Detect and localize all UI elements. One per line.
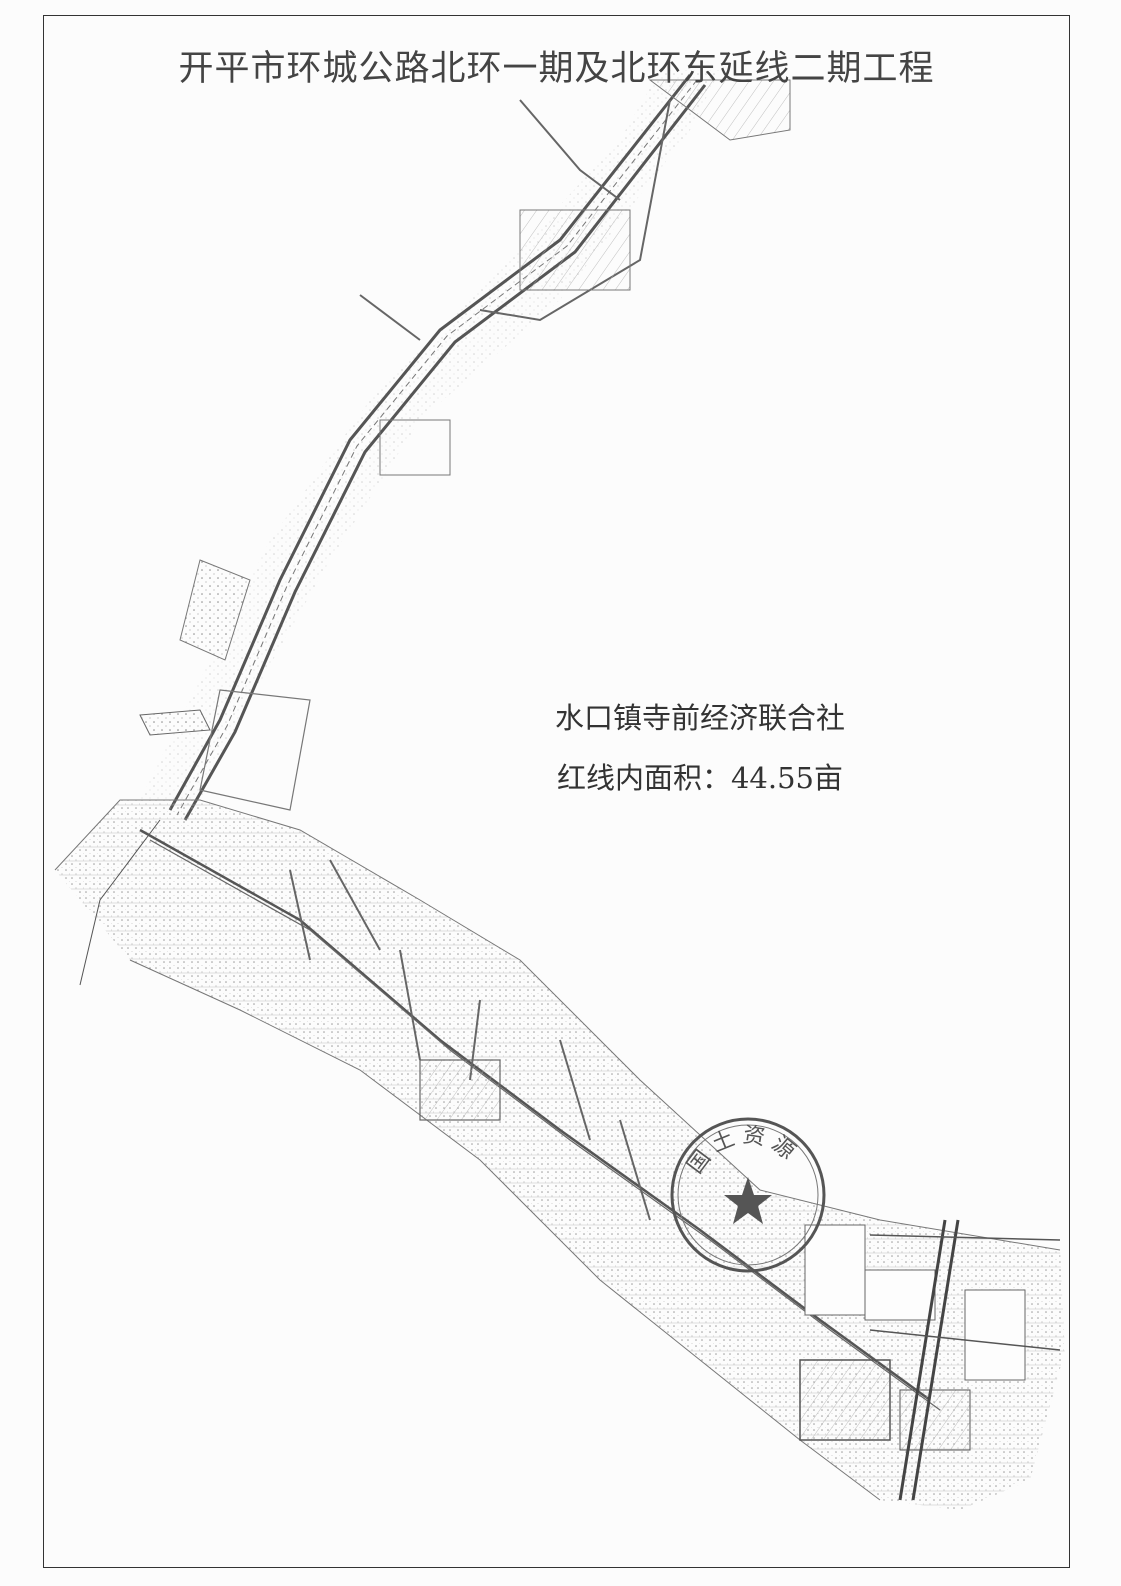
seal-text: 国土资源 — [683, 1123, 798, 1179]
drawing-title: 开平市环城公路北环一期及北环东延线二期工程 — [178, 49, 935, 89]
svg-text:国土资源: 国土资源 — [683, 1123, 804, 1179]
north-corridor — [139, 70, 791, 821]
area-label: 红线内面积：44.55亩 — [556, 761, 844, 795]
south-corridor — [54, 799, 1065, 1510]
official-seal: 国土资源 — [670, 1117, 826, 1273]
owner-label: 水口镇寺前经济联合社 — [554, 701, 845, 735]
drawing-frame — [43, 15, 1070, 1568]
star-icon — [724, 1177, 772, 1224]
